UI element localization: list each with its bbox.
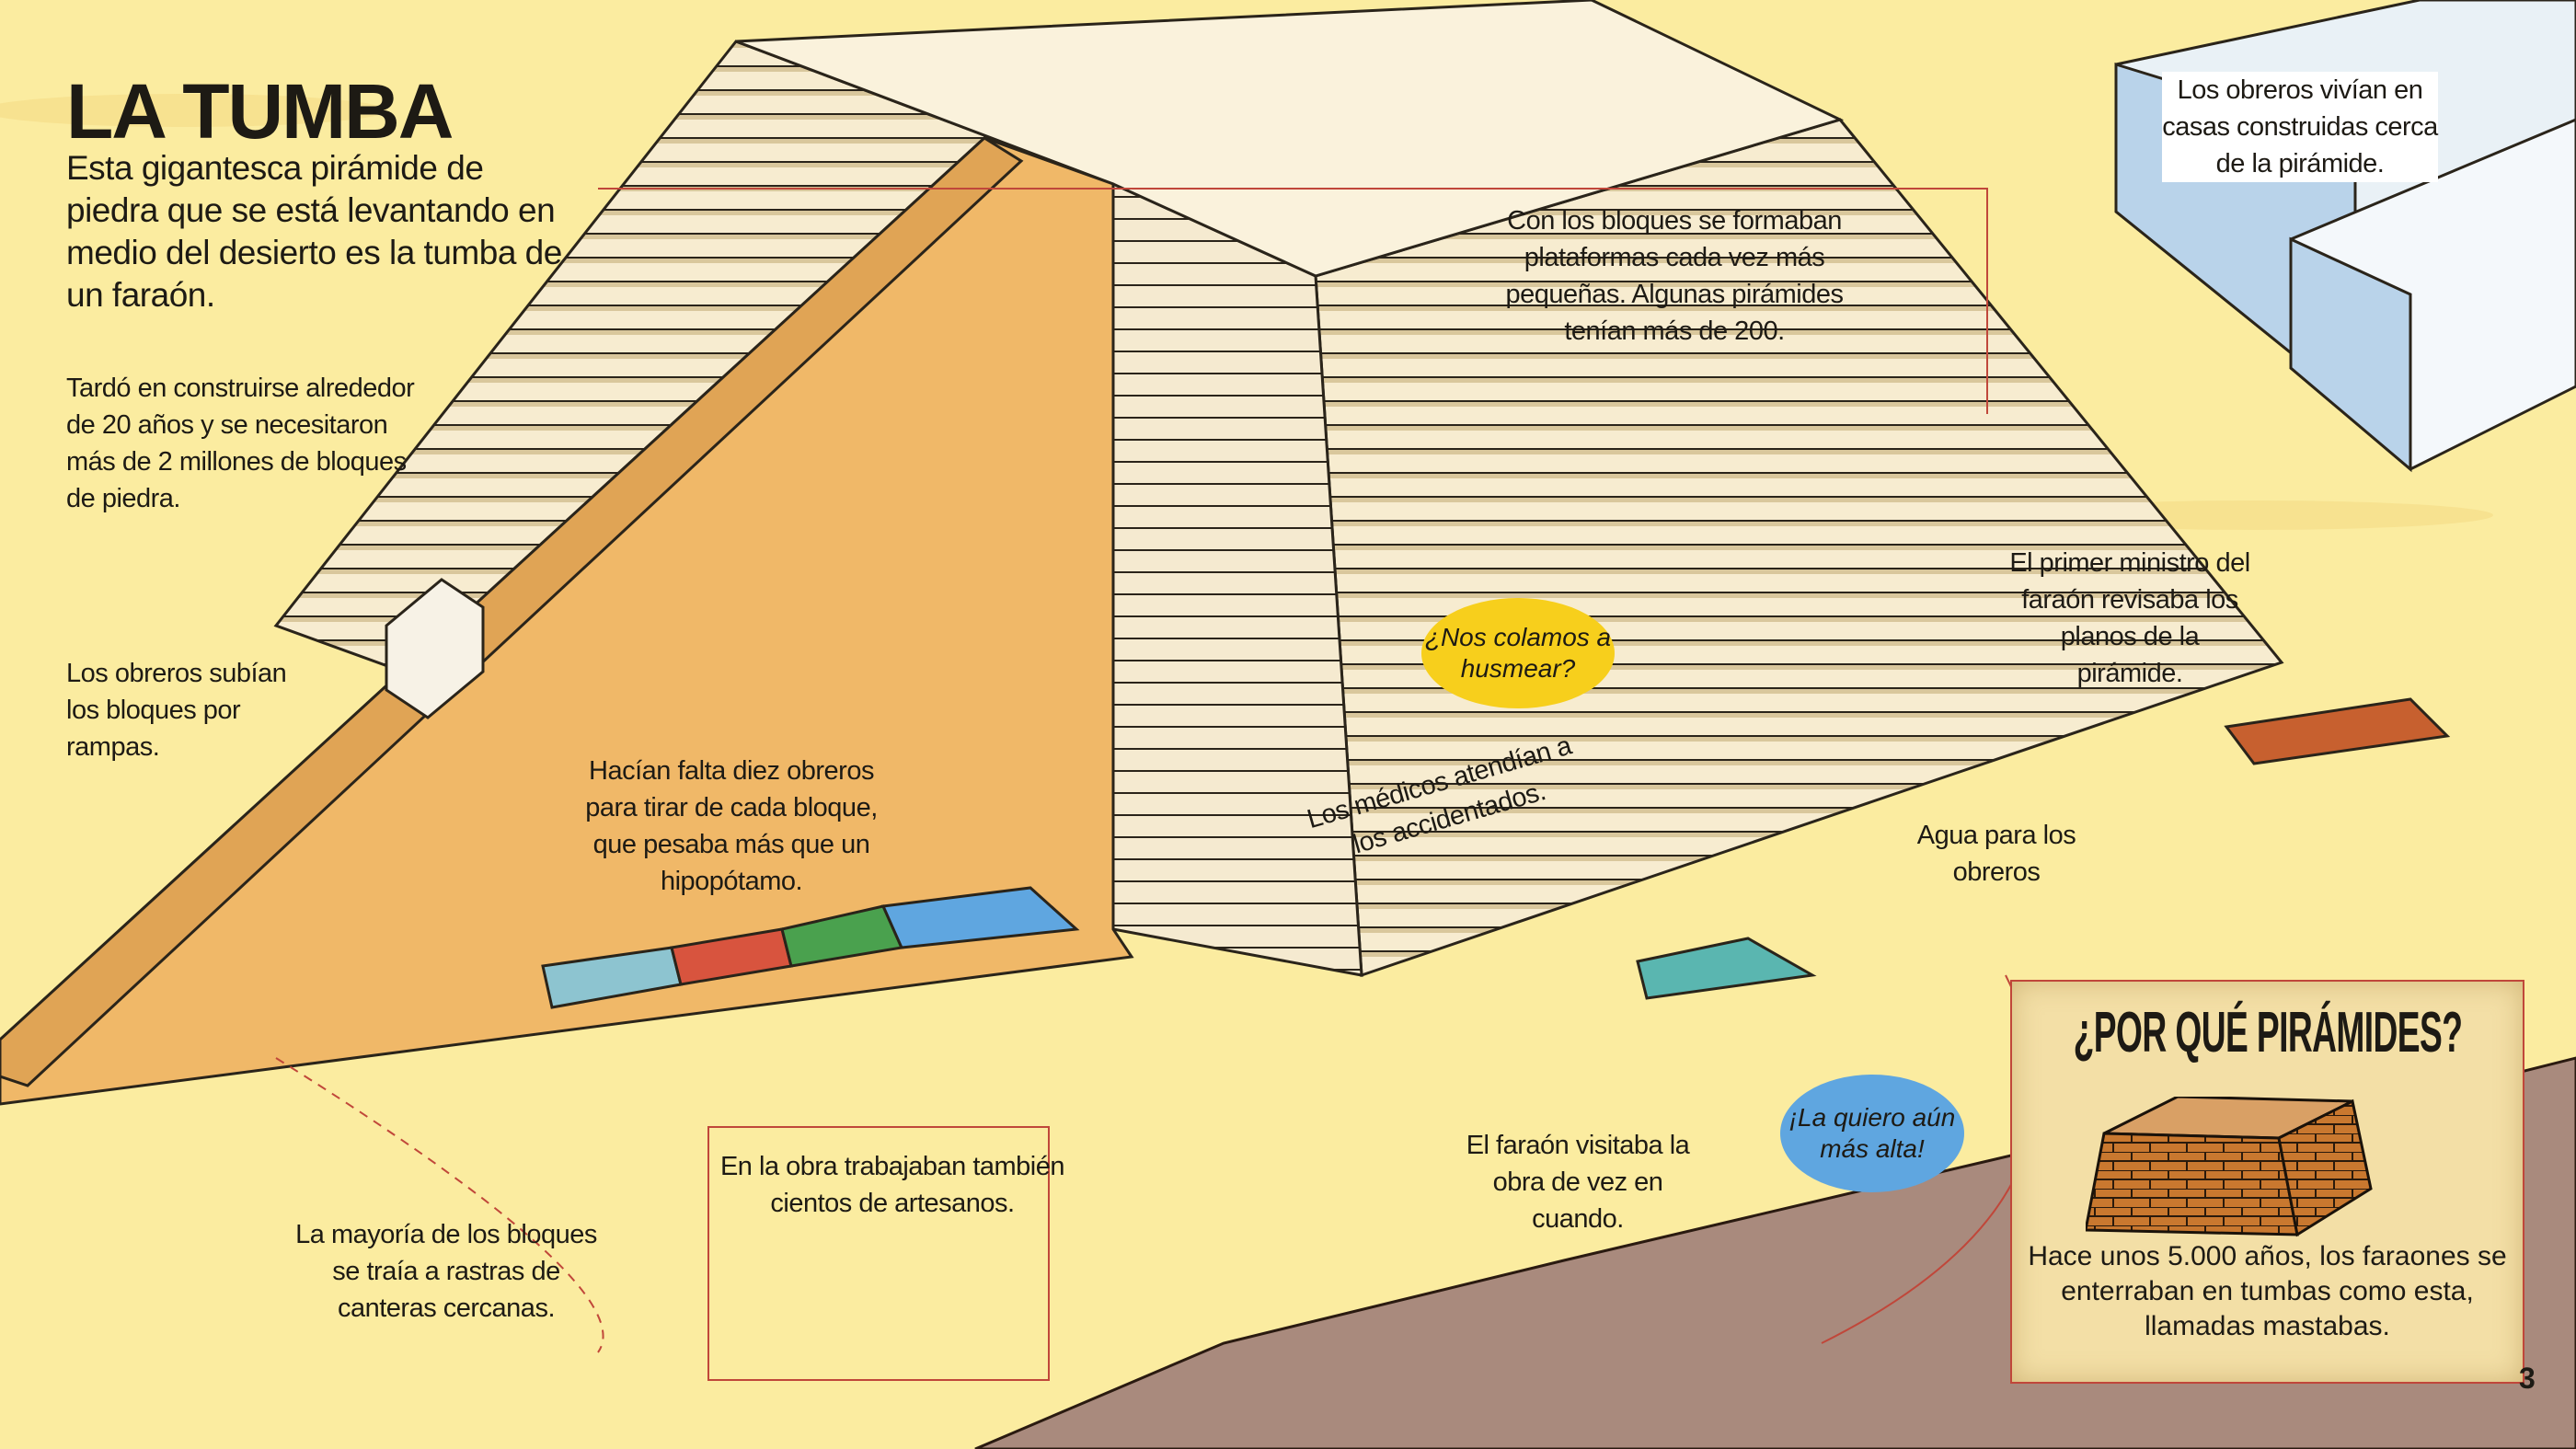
why-pyramids-box: ¿POR QUÉ PIRÁMIDES? Hace unos 5.000 años… xyxy=(2010,980,2524,1384)
caption-quarries: La mayoría de los bloques se traía a ras… xyxy=(295,1220,597,1323)
speech-bubble-higher: ¡La quiero aún más alta! xyxy=(1780,1075,1964,1192)
caption-ramps: Los obreros subían los bloques por rampa… xyxy=(66,659,287,762)
caption-water: Agua para los obreros xyxy=(1916,821,2076,887)
market-tents xyxy=(541,697,2451,1009)
speech-bubble-sneak: ¿Nos colamos a husmear? xyxy=(1421,598,1615,708)
caption-pharaoh: El faraón visitaba la obra de vez en cua… xyxy=(1466,1131,1690,1234)
caption-ten-workers: Hacían falta diez obreros para tirar de … xyxy=(585,756,878,896)
caption-houses: Los obreros vivían en casas construidas … xyxy=(2162,72,2438,182)
pyramid xyxy=(0,0,2284,1106)
caption-artisans: En la obra trabajaban también cientos de… xyxy=(719,1152,1065,1218)
caption-platforms: Con los bloques se formaban plataformas … xyxy=(1505,206,1844,346)
workers-houses xyxy=(2114,0,2576,473)
page-number: 3 xyxy=(2519,1362,2536,1395)
why-pyramids-title: ¿POR QUÉ PIRÁMIDES? xyxy=(2073,1001,2462,1064)
why-pyramids-text: Hace unos 5.000 años, los faraones se en… xyxy=(2028,1241,2507,1341)
intro-text: Esta gigantesca pirámide de piedra que s… xyxy=(66,149,562,314)
page-title: LA TUMBA xyxy=(66,68,454,155)
construction-ramp xyxy=(0,136,1134,1106)
caption-minister: El primer ministro del faraón revisaba l… xyxy=(2009,548,2250,688)
mastaba-illustration xyxy=(2086,1097,2373,1237)
stone-block xyxy=(385,578,485,719)
caption-construction-time: Tardó en construirse alrededor de 20 año… xyxy=(66,374,415,513)
ramp-steps xyxy=(0,136,1024,1087)
